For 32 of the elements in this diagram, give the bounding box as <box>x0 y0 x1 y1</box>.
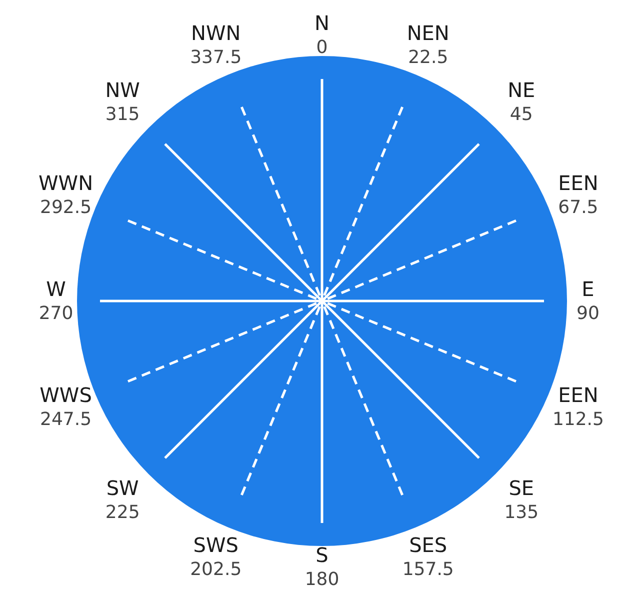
direction-label: NEN <box>406 20 450 46</box>
direction-label: SE <box>508 475 536 502</box>
direction-label: NE <box>508 76 536 103</box>
degree-label: 112.5 <box>552 408 604 432</box>
direction-label: E <box>580 276 596 302</box>
degree-label: 225 <box>105 501 140 526</box>
direction-label: S <box>314 542 330 568</box>
direction-label: SW <box>105 475 140 502</box>
degree-label: 135 <box>504 501 539 526</box>
direction-label: NW <box>105 76 140 103</box>
degree-label: 315 <box>105 102 140 127</box>
degree-label: 67.5 <box>558 196 598 220</box>
degree-label: 202.5 <box>190 558 242 582</box>
direction-label: EEN <box>558 170 598 196</box>
degree-label: 157.5 <box>402 558 454 582</box>
direction-label: SES <box>408 532 448 558</box>
degree-label: 22.5 <box>407 46 450 70</box>
degree-label: 45 <box>508 102 534 127</box>
degree-label: 0 <box>315 36 329 60</box>
direction-label: WWN <box>38 170 94 196</box>
degree-label: 270 <box>38 302 74 326</box>
direction-label: EEN <box>557 382 600 408</box>
degree-label: 292.5 <box>39 196 93 220</box>
degree-label: 180 <box>304 568 340 592</box>
degree-label: 90 <box>576 302 600 326</box>
degree-label: 247.5 <box>40 408 92 432</box>
direction-label: NWN <box>190 20 242 46</box>
direction-label: N <box>314 10 330 36</box>
direction-label: SWS <box>192 532 240 558</box>
direction-label: W <box>45 276 67 302</box>
direction-label: WWS <box>40 382 92 408</box>
degree-label: 337.5 <box>190 46 242 70</box>
